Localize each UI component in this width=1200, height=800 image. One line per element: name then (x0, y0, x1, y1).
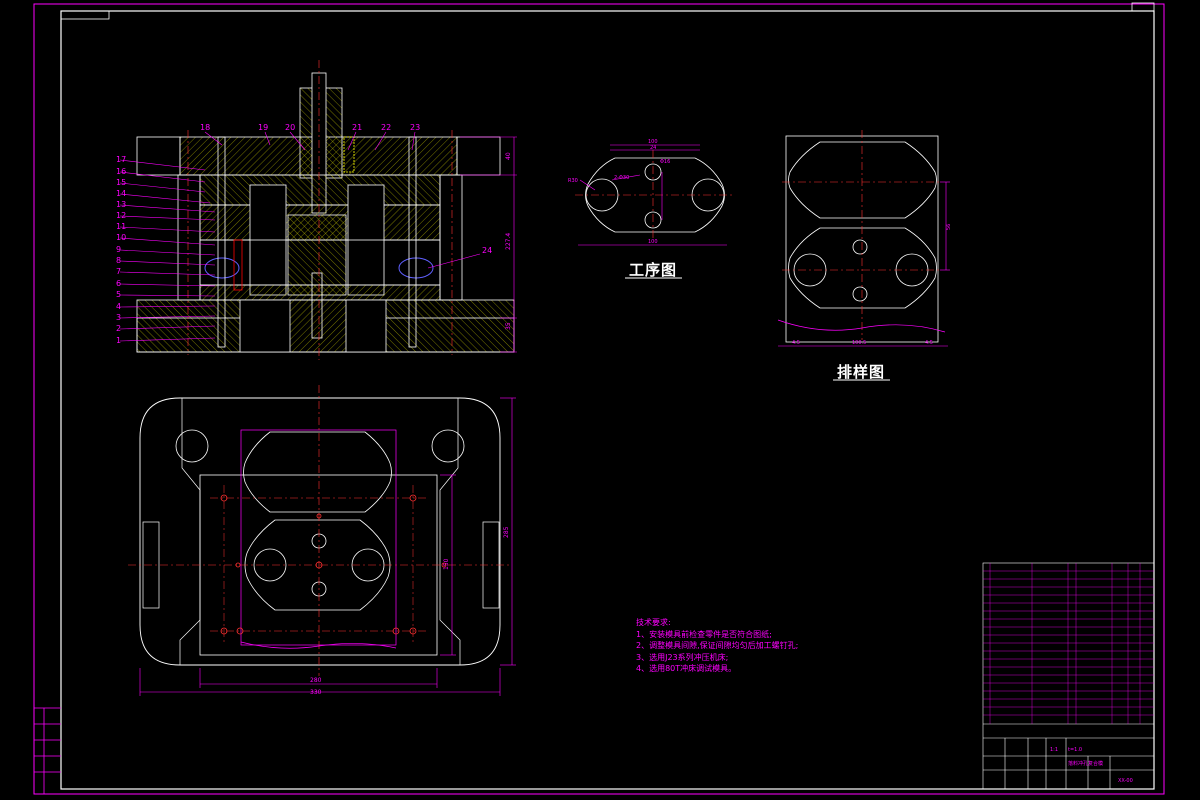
tech-note-line: 3、选用J23系列冲压机床; (636, 652, 729, 662)
part-number: 2 (116, 324, 121, 333)
dimension-label: 40 (505, 152, 512, 160)
tech-notes-heading: 技术要求: (636, 618, 671, 627)
part-number: 13 (116, 200, 126, 209)
dimension-label: 4.5 (925, 340, 933, 346)
outer-border (33, 3, 1165, 795)
part-number: 18 (200, 123, 210, 132)
part-number: 15 (116, 178, 126, 187)
dimension-label: 330 (310, 689, 322, 696)
dimension-label: 24 (650, 145, 656, 151)
part-number: 22 (381, 123, 391, 132)
dimension-label: 285 (503, 526, 510, 538)
part-number: 7 (116, 267, 121, 276)
part-number: 4 (116, 302, 121, 311)
part-number: 10 (116, 233, 126, 242)
part-number: 23 (410, 123, 420, 132)
dimension-label: 150 (443, 558, 450, 570)
part-number: 8 (116, 256, 121, 265)
section-view (119, 60, 517, 360)
part-number: 20 (285, 123, 295, 132)
part-number: 21 (352, 123, 362, 132)
tech-note-line: 1、安装模具前检查零件是否符合图纸; (636, 629, 772, 639)
part-number: 12 (116, 211, 126, 220)
scale-text: 1:1 (1050, 747, 1058, 753)
part-number: 24 (482, 246, 492, 255)
bom-table-rows (983, 563, 1154, 724)
title-block (982, 562, 1155, 790)
dimension-label: 100 (648, 139, 658, 145)
part-number: 19 (258, 123, 268, 132)
dimension-label: Φ16 (660, 159, 670, 165)
top-right-mark (1131, 2, 1155, 12)
tech-note-line: 2、调整模具间隙,保证间隙均匀后加工螺钉孔; (636, 641, 799, 650)
layout-view (777, 130, 950, 381)
part-number: 11 (116, 222, 126, 231)
dimension-label: 100 (648, 239, 658, 245)
part-number: 5 (116, 290, 121, 299)
dimension-label: 100.5 (852, 340, 866, 346)
technical-requirements: 技术要求: 1、安装模具前检查零件是否符合图纸; 2、调整模具间隙,保证间隙均匀… (636, 617, 798, 675)
part-number: 16 (116, 167, 126, 176)
inner-frame (60, 10, 1155, 790)
dimension-label: 4.5 (792, 340, 800, 346)
part-number: 1 (116, 336, 121, 345)
plan-view (128, 385, 516, 696)
dimension-label: 2-Φ30 (614, 175, 629, 181)
dimension-label: 280 (310, 677, 322, 684)
dimension-label: 227.4 (505, 233, 512, 250)
drawing-name: 落料冲孔复合模 (1068, 760, 1103, 767)
corner-label-box (60, 10, 110, 20)
part-number: 14 (116, 189, 126, 198)
process-drawing-title: 工序图 (629, 261, 678, 279)
part-number: 17 (116, 155, 126, 164)
part-number: 9 (116, 245, 121, 254)
section-part-labels: 17 16 15 14 13 12 11 10 9 8 7 6 5 4 3 2 … (116, 123, 492, 345)
dimension-label: R30 (568, 178, 578, 184)
layout-drawing-title: 排样图 (837, 363, 886, 381)
drawing-number: XX-00 (1118, 778, 1133, 784)
dimension-label: 35 (505, 322, 512, 330)
left-binding-strip (34, 707, 61, 794)
material-text: t=1.0 (1068, 747, 1082, 753)
dimension-label: 56 (946, 224, 952, 230)
process-view (575, 144, 735, 279)
part-number: 6 (116, 279, 121, 288)
part-number: 3 (116, 313, 121, 322)
tech-note-line: 4、选用80T冲床调试模具。 (636, 664, 737, 673)
